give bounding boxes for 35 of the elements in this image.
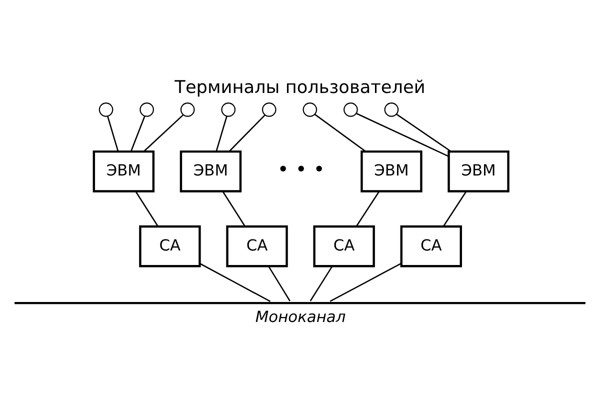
node-circle — [180, 102, 195, 116]
node-circle — [384, 102, 399, 116]
node-circle — [262, 102, 276, 116]
connector — [330, 262, 402, 302]
node-circle — [98, 102, 114, 116]
connector — [199, 262, 271, 302]
connector — [229, 114, 266, 152]
connector — [310, 265, 333, 301]
node-circle — [344, 102, 358, 116]
node-box: ЭВМ — [360, 150, 422, 192]
connector — [396, 113, 452, 152]
connector — [268, 265, 290, 301]
connector — [135, 190, 158, 226]
node-circle — [140, 102, 154, 116]
label: • • • — [277, 158, 325, 181]
node-circle — [221, 102, 236, 116]
connector — [144, 114, 184, 152]
node-box: СА — [226, 224, 288, 267]
node-box: СА — [313, 224, 375, 267]
node-box: ЭВМ — [448, 150, 510, 192]
connector — [222, 190, 246, 226]
connector — [356, 190, 380, 226]
connector — [356, 112, 449, 156]
connector — [130, 116, 146, 152]
connector — [216, 116, 228, 152]
node-circle — [302, 102, 318, 116]
connector — [107, 116, 119, 152]
node-text: Моноканал — [255, 308, 346, 326]
connector — [443, 190, 467, 226]
node-box: СА — [400, 224, 462, 267]
node-box: ЭВМ — [180, 150, 242, 192]
node-box: СА — [139, 224, 201, 267]
diagram-title: Терминалы пользователей — [174, 77, 426, 98]
connector — [314, 113, 366, 152]
node-box: ЭВМ — [92, 150, 155, 192]
